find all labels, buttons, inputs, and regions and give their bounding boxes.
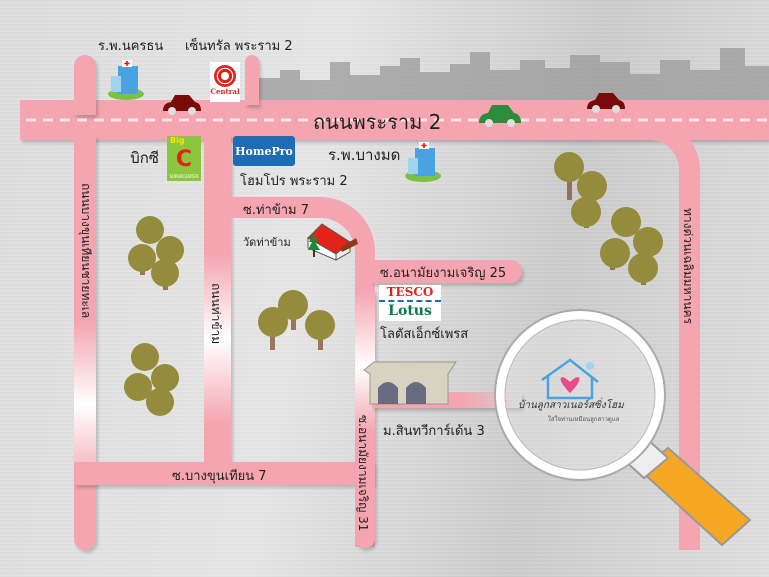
temple-icon: [307, 223, 358, 261]
car-icon: [587, 93, 625, 113]
city-skyline: [258, 48, 769, 100]
road-stub-central: [245, 55, 259, 105]
central-logo: Central: [210, 62, 240, 102]
road-bang-khun-thian: [74, 135, 96, 550]
center-dash-line: [26, 118, 769, 122]
label-central: เซ็นทรัล พระราม 2: [185, 39, 293, 54]
label-lotus-express: โลตัสเอ็กซ์เพรส: [380, 327, 469, 342]
label-soi-anamai-25: ซ.อนามัยงามเจริญ 25: [380, 266, 507, 281]
central-logo-text: Central: [210, 87, 240, 96]
car-icon: [479, 105, 521, 127]
road-soi-bang-khun-thian-7: [74, 462, 374, 485]
destination-tagline: ใส่ใจท่านเหมือนลูกสาวดูแล: [548, 416, 620, 423]
tesco-lotus-logo: TESCO Lotus: [379, 285, 441, 321]
bigc-logo: Big C SUPERCENTER: [167, 136, 201, 181]
label-nakornthon: ร.พ.นครธน: [98, 39, 164, 54]
label-rama2: ถนนพระราม 2: [313, 110, 442, 134]
road-soi-anamai-25: [372, 260, 522, 283]
label-wat-tha-kham: วัดท่าข้าม: [243, 236, 291, 249]
label-bigc: บิกซี: [130, 149, 159, 167]
label-soi-bang-khun-thian-7: ซ.บางขุนเทียน 7: [172, 469, 267, 484]
hospital-icon: [108, 60, 144, 100]
homepro-logo: HomePro: [233, 136, 295, 166]
hospital-icon: [405, 142, 441, 182]
label-sinthawee: ม.สินทวีการ์เด้น 3: [383, 424, 485, 439]
label-bangmod: ร.พ.บางมด: [328, 146, 401, 164]
destination-name: บ้านลูกสาวเนอร์สซิ่งโฮม: [518, 400, 624, 411]
road-stub-left: [74, 55, 96, 115]
label-soi-tha-kham-7: ซ.ท่าข้าม 7: [243, 203, 309, 218]
car-icon: [163, 95, 201, 115]
bridge-icon: [363, 361, 457, 405]
road-soi-anamai-31: [355, 290, 375, 548]
label-homepro: โฮมโปร พระราม 2: [240, 174, 348, 189]
road-expressway: [620, 120, 700, 550]
road-tha-kham: [204, 135, 231, 475]
